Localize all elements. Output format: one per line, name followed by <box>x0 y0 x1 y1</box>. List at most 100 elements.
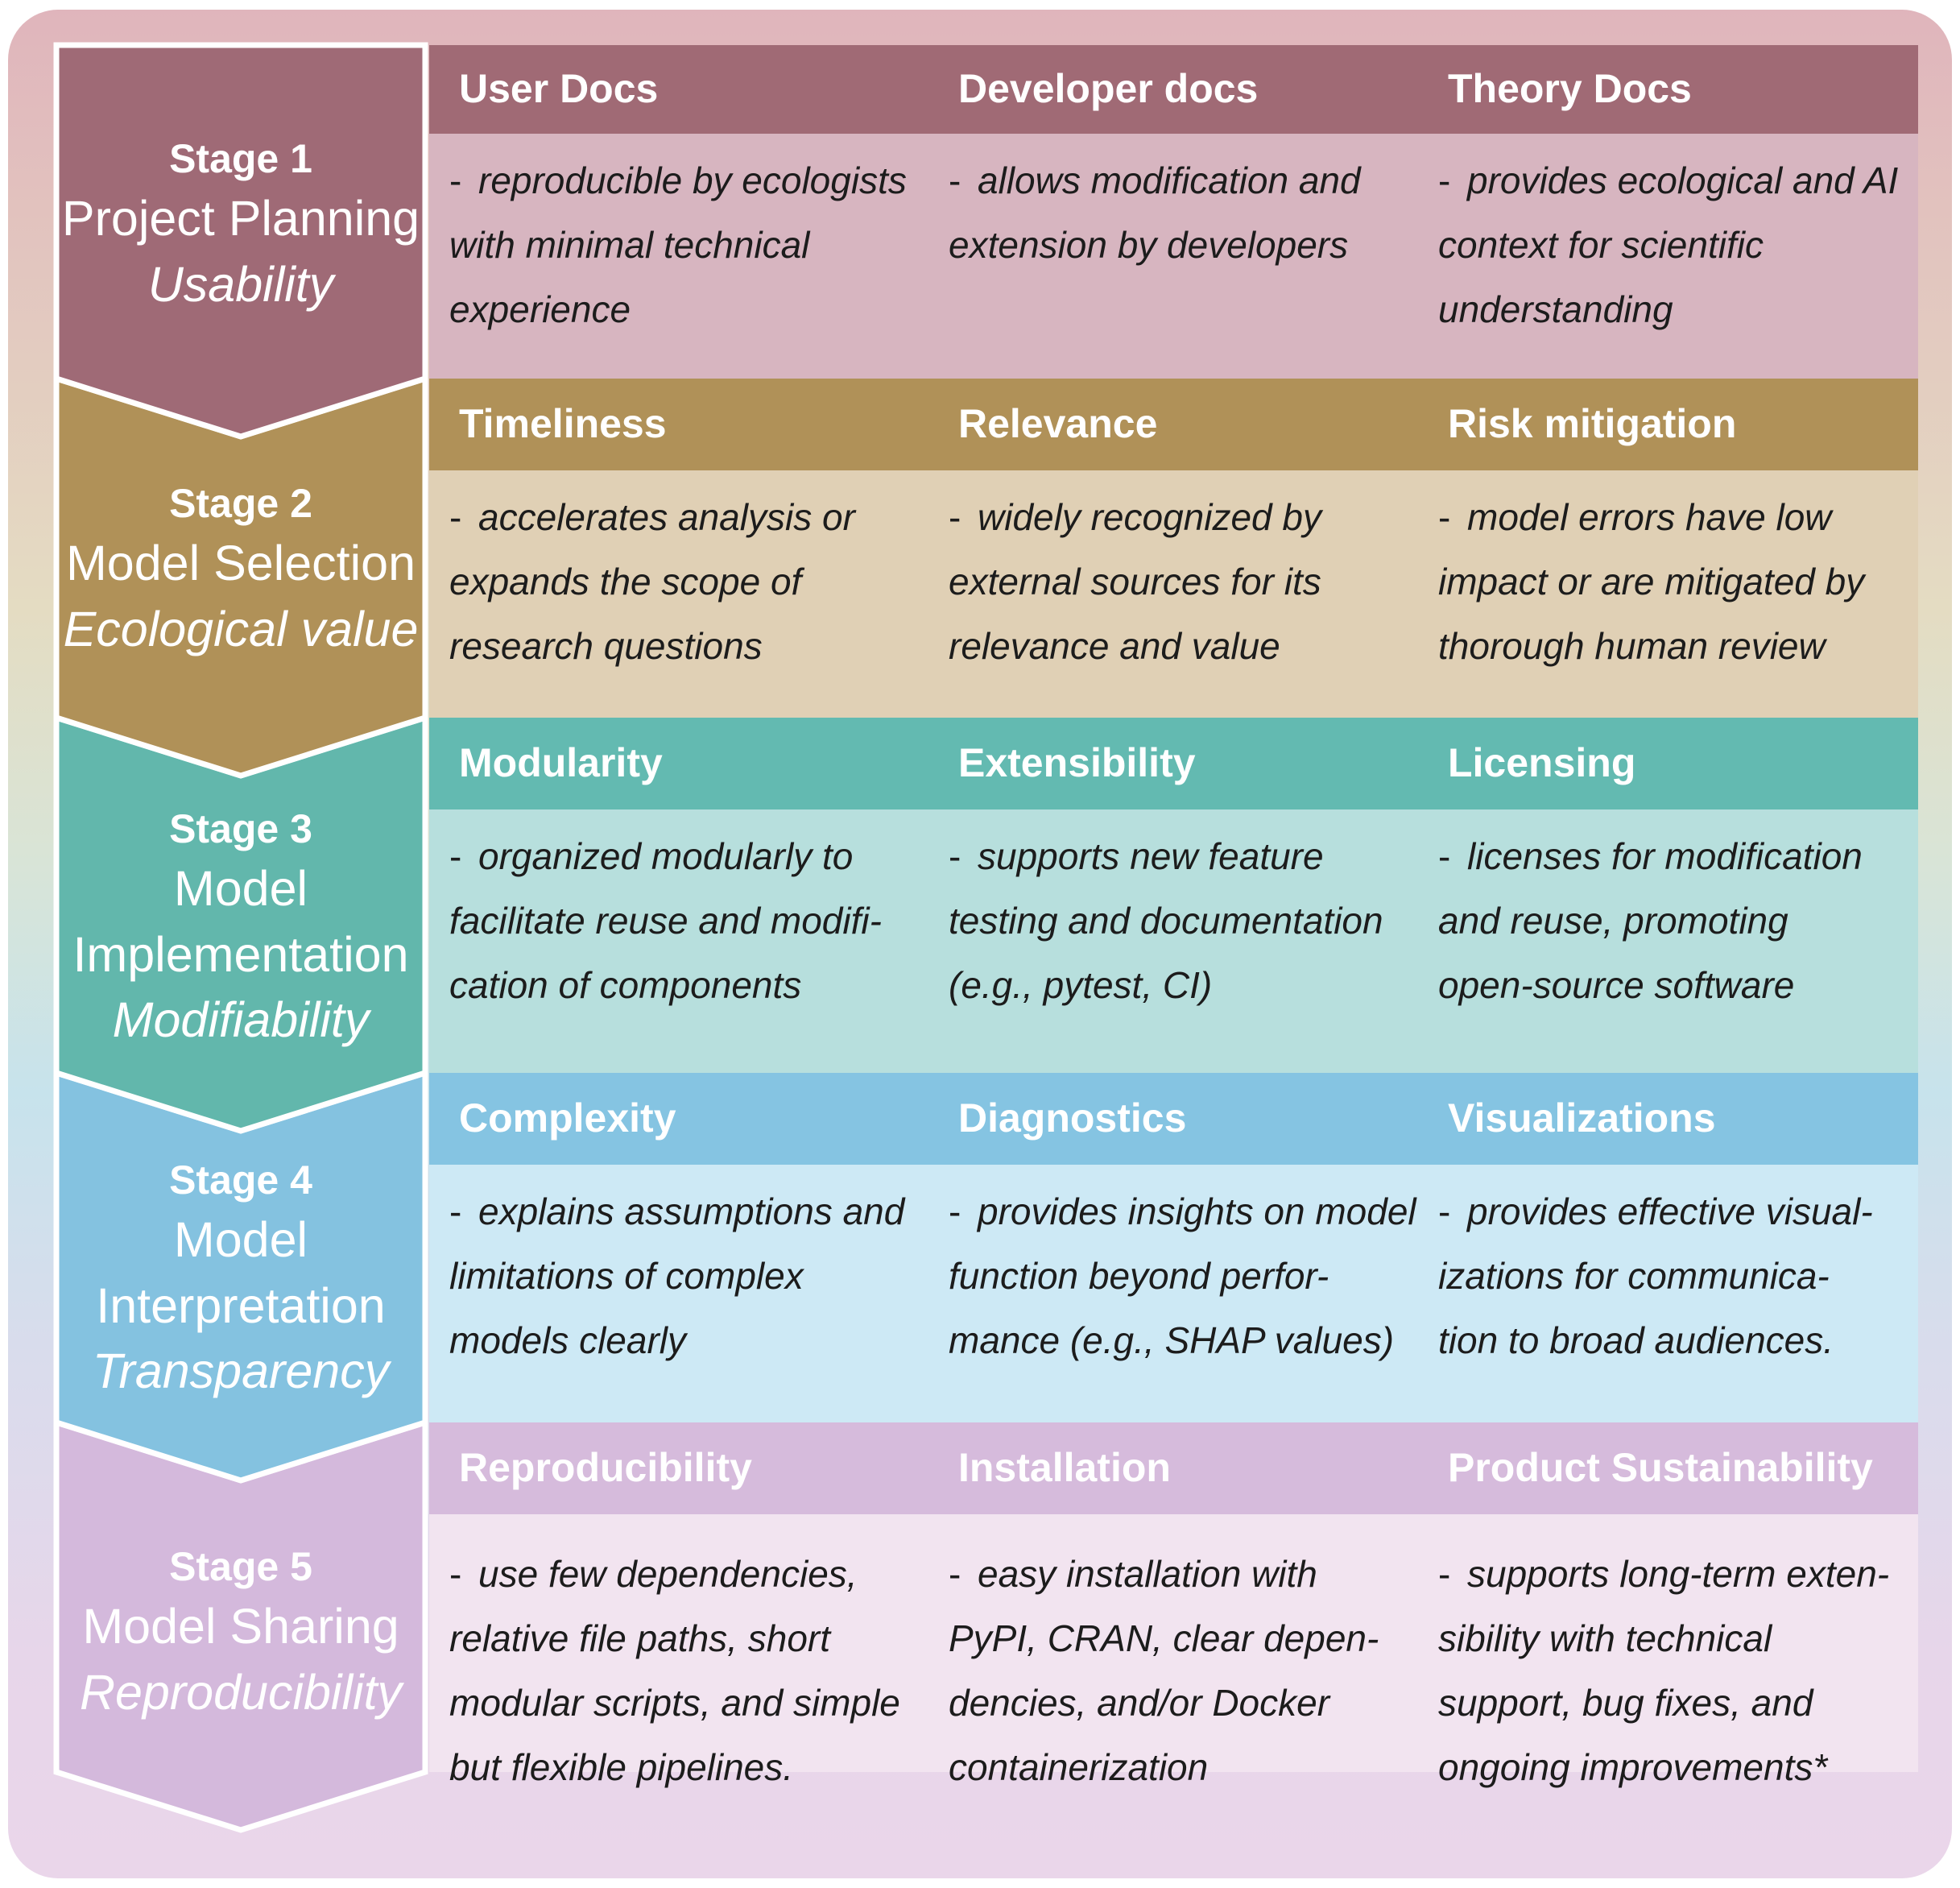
bullet-dash: - <box>949 496 961 538</box>
criterion-title: Reproducibility <box>459 1445 752 1490</box>
description-line: cation of components <box>449 964 802 1006</box>
description-line: widely recognized by <box>978 496 1322 538</box>
stage-4-body-band <box>429 1165 1918 1422</box>
criterion-description: -licenses for modification and reuse, pro… <box>1438 824 1942 1017</box>
description-line: limitations of complex <box>449 1255 804 1297</box>
description-line: mance (e.g., SHAP values) <box>949 1319 1395 1361</box>
description-line: explains assumptions and <box>478 1190 905 1232</box>
description-line: supports new feature <box>978 835 1324 877</box>
criterion-description: -explains assumptions and limitations of … <box>449 1179 953 1373</box>
criterion-title: Diagnostics <box>958 1095 1187 1141</box>
criterion-title: User Docs <box>459 66 659 111</box>
bullet-dash: - <box>449 496 462 538</box>
criterion-title: Theory Docs <box>1448 66 1692 111</box>
criterion-title: Visualizations <box>1448 1095 1716 1141</box>
stage-2-body-band <box>429 470 1918 718</box>
description-line: thorough human review <box>1438 625 1826 667</box>
stage-name: Implementation <box>72 926 409 982</box>
description-line: model errors have low <box>1467 496 1832 538</box>
criterion-description: -use few dependencies,relative file path… <box>449 1542 953 1799</box>
description-line: provides insights on model <box>978 1190 1416 1232</box>
description-line: PyPI, CRAN, clear depen- <box>949 1617 1379 1659</box>
description-line: support, bug fixes, and <box>1438 1682 1813 1724</box>
description-line: provides ecological and AI <box>1467 159 1899 201</box>
stage-name: Model Sharing <box>82 1599 399 1654</box>
criterion-title: Developer docs <box>958 66 1259 111</box>
stage-3-body-band <box>429 809 1918 1073</box>
criterion-title: Complexity <box>459 1095 676 1141</box>
bullet-dash: - <box>449 1190 462 1232</box>
stage-name: Model Selection <box>65 536 416 590</box>
criterion-title: Product Sustainability <box>1448 1445 1873 1490</box>
stage-number: Stage 2 <box>169 481 312 526</box>
description-line: relevance and value <box>949 625 1280 667</box>
description-line: easy installation with <box>978 1553 1317 1595</box>
description-line: with minimal technical <box>449 224 810 266</box>
bullet-dash: - <box>1438 1190 1451 1232</box>
criterion-title: Modularity <box>459 740 663 785</box>
bullet-dash: - <box>449 159 462 201</box>
criterion-description: -supports long-term exten-sibility with … <box>1438 1542 1942 1799</box>
criterion-title: Extensibility <box>958 740 1196 785</box>
criterion-description: -provides effective visual-izations for … <box>1438 1179 1942 1373</box>
stage-number: Stage 5 <box>169 1544 312 1589</box>
description-line: containerization <box>949 1746 1209 1788</box>
description-line: licenses for modification <box>1467 835 1863 877</box>
stage-1-header-band <box>429 45 1918 134</box>
description-line: (e.g., pytest, CI) <box>949 964 1213 1006</box>
stage-name: Model <box>173 1212 308 1267</box>
stage-quality: Reproducibility <box>79 1664 403 1720</box>
stage-name: Model <box>173 861 308 916</box>
description-line: research questions <box>449 625 763 667</box>
description-line: tion to broad audiences. <box>1438 1319 1834 1361</box>
description-line: izations for communica- <box>1438 1255 1830 1297</box>
bullet-dash: - <box>449 1553 462 1595</box>
bullet-dash: - <box>1438 835 1451 877</box>
description-line: impact or are mitigated by <box>1438 561 1865 602</box>
description-line: provides effective visual- <box>1467 1190 1873 1232</box>
description-line: open-source software <box>1438 964 1795 1006</box>
stage-5-body-band <box>429 1514 1918 1772</box>
stage-1-body-band <box>429 134 1918 379</box>
description-line: accelerates analysis or <box>478 496 855 538</box>
description-line: and reuse, promoting <box>1438 900 1788 942</box>
stage-5-header-band <box>429 1422 1918 1514</box>
description-line: allows modification and <box>978 159 1361 201</box>
description-line: relative file paths, short <box>449 1617 831 1659</box>
description-line: ongoing improvements* <box>1438 1746 1828 1788</box>
bullet-dash: - <box>1438 496 1451 538</box>
bullet-dash: - <box>949 1553 961 1595</box>
description-line: facilitate reuse and modifi- <box>449 900 882 942</box>
criterion-title: Licensing <box>1448 740 1636 785</box>
bullet-dash: - <box>949 159 961 201</box>
criterion-description: -provides ecological and AI context for s… <box>1438 148 1942 342</box>
criterion-description: -reproducible by ecologists with minimal … <box>449 148 953 342</box>
description-line: understanding <box>1438 288 1673 330</box>
description-line: modular scripts, and simple <box>449 1682 900 1724</box>
description-line: context for scientific <box>1438 224 1764 266</box>
stage-quality: Ecological value <box>63 601 419 656</box>
criterion-title: Timeliness <box>459 401 667 446</box>
description-line: experience <box>449 288 631 330</box>
bullet-dash: - <box>449 835 462 877</box>
description-line: extension by developers <box>949 224 1349 266</box>
stage-name: Project Planning <box>61 191 420 246</box>
description-line: reproducible by ecologists <box>478 159 907 201</box>
stage-2-header-band <box>429 379 1918 470</box>
bullet-dash: - <box>1438 159 1451 201</box>
stage-3-header-band <box>429 718 1918 809</box>
criterion-description: -model errors have low impact or are miti… <box>1438 485 1942 678</box>
criterion-title: Installation <box>958 1445 1171 1490</box>
bullet-dash: - <box>1438 1553 1451 1595</box>
stage-name: Interpretation <box>96 1277 386 1333</box>
